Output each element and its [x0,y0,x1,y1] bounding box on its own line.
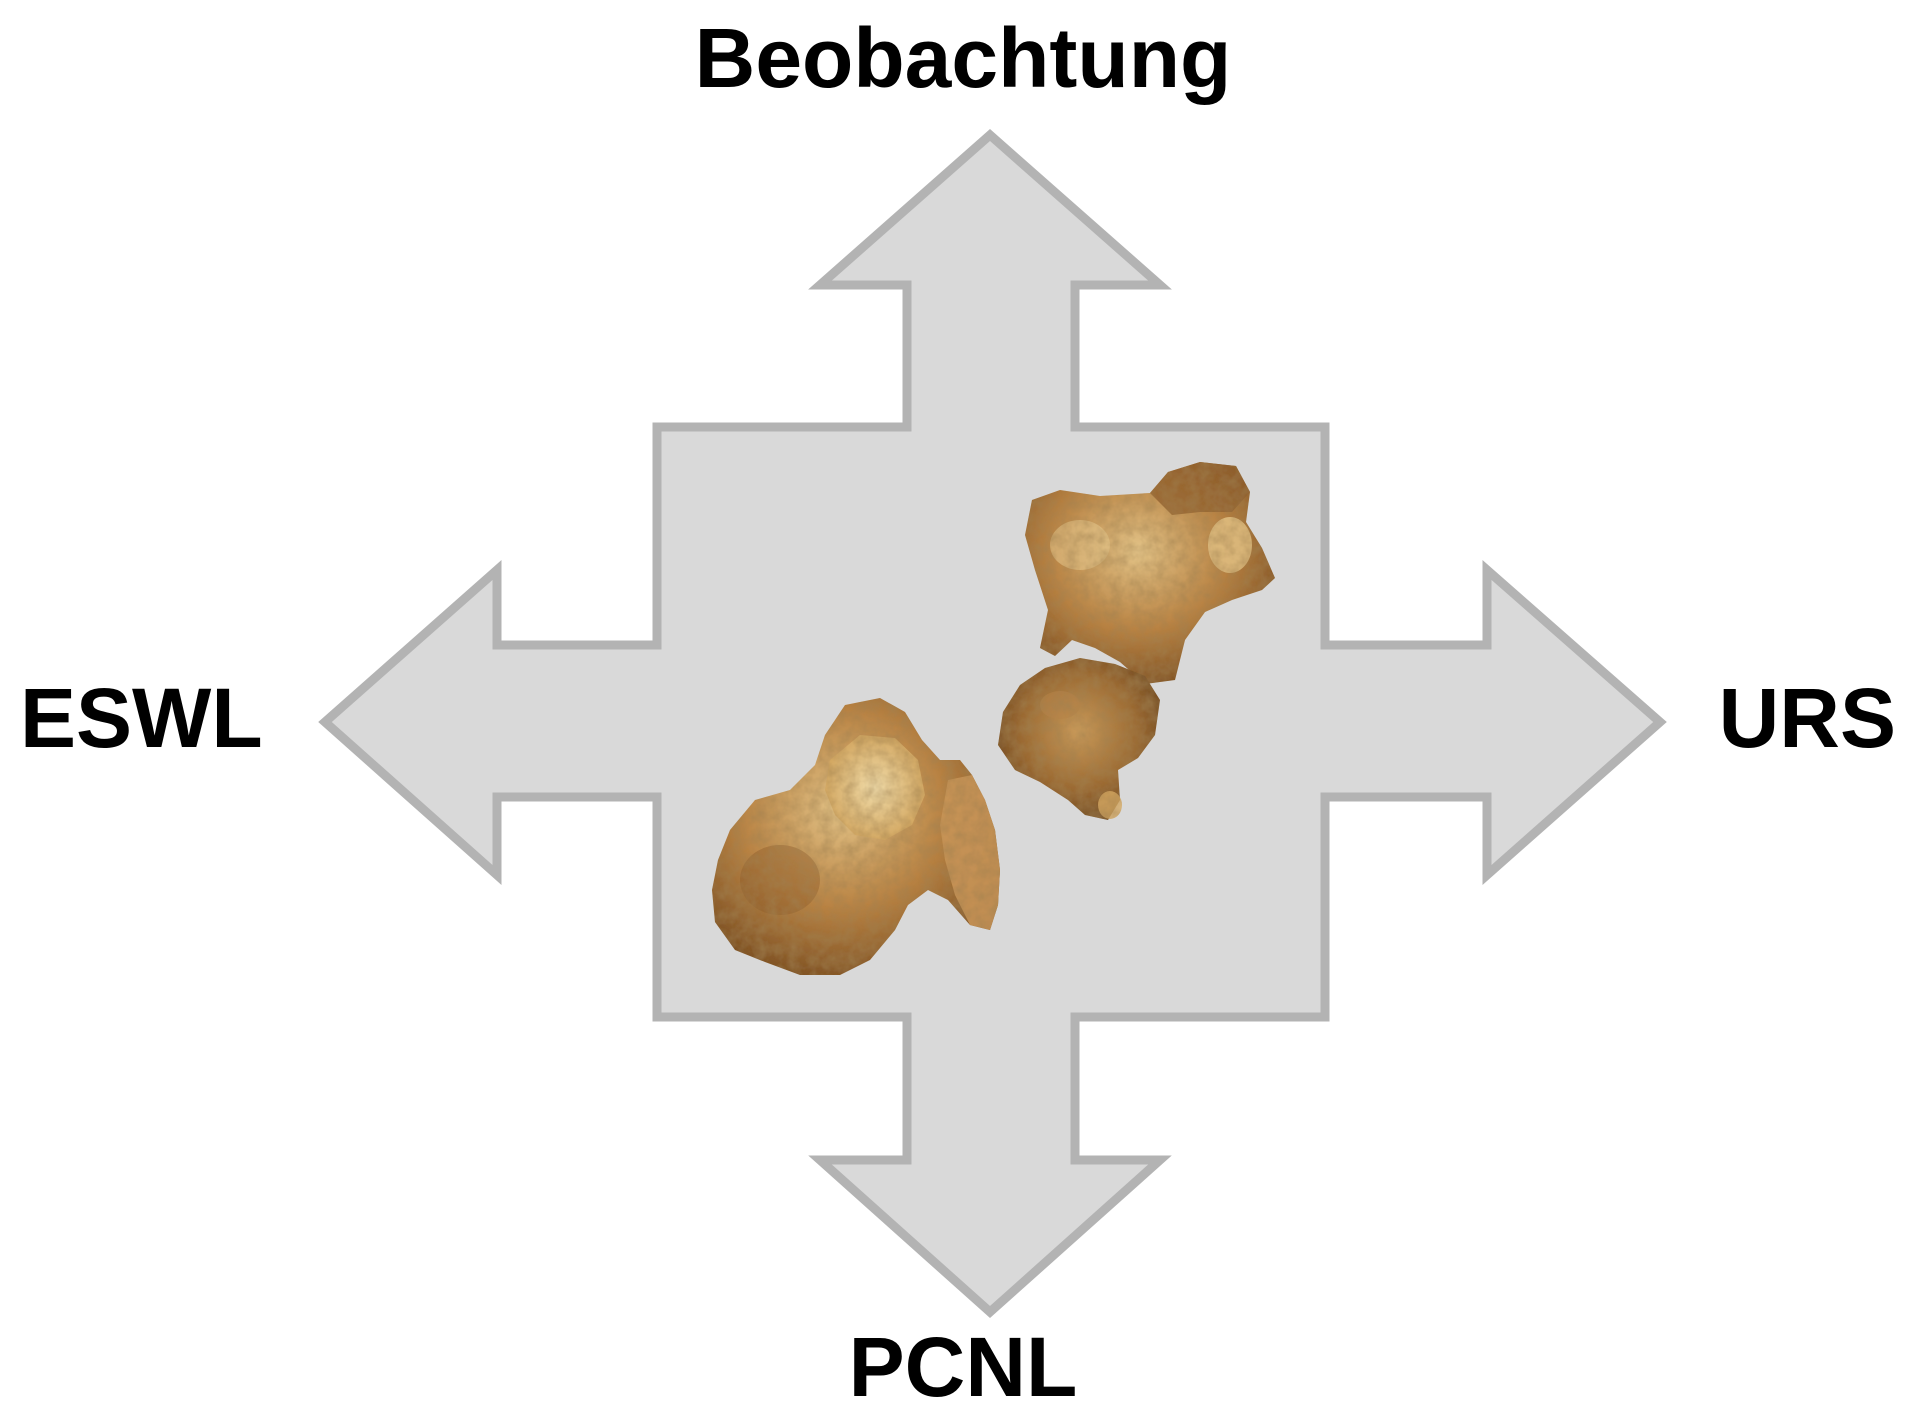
label-beobachtung: Beobachtung [694,11,1232,105]
stone-fragment-middle [998,658,1160,820]
label-eswl: ESWL [20,671,263,765]
stone-fragment-lower [712,698,1000,975]
four-way-arrow-shape [318,128,1667,1319]
stone-fragment-upper [1025,462,1275,684]
label-pcnl: PCNL [848,1320,1078,1414]
label-urs: URS [1718,671,1896,765]
